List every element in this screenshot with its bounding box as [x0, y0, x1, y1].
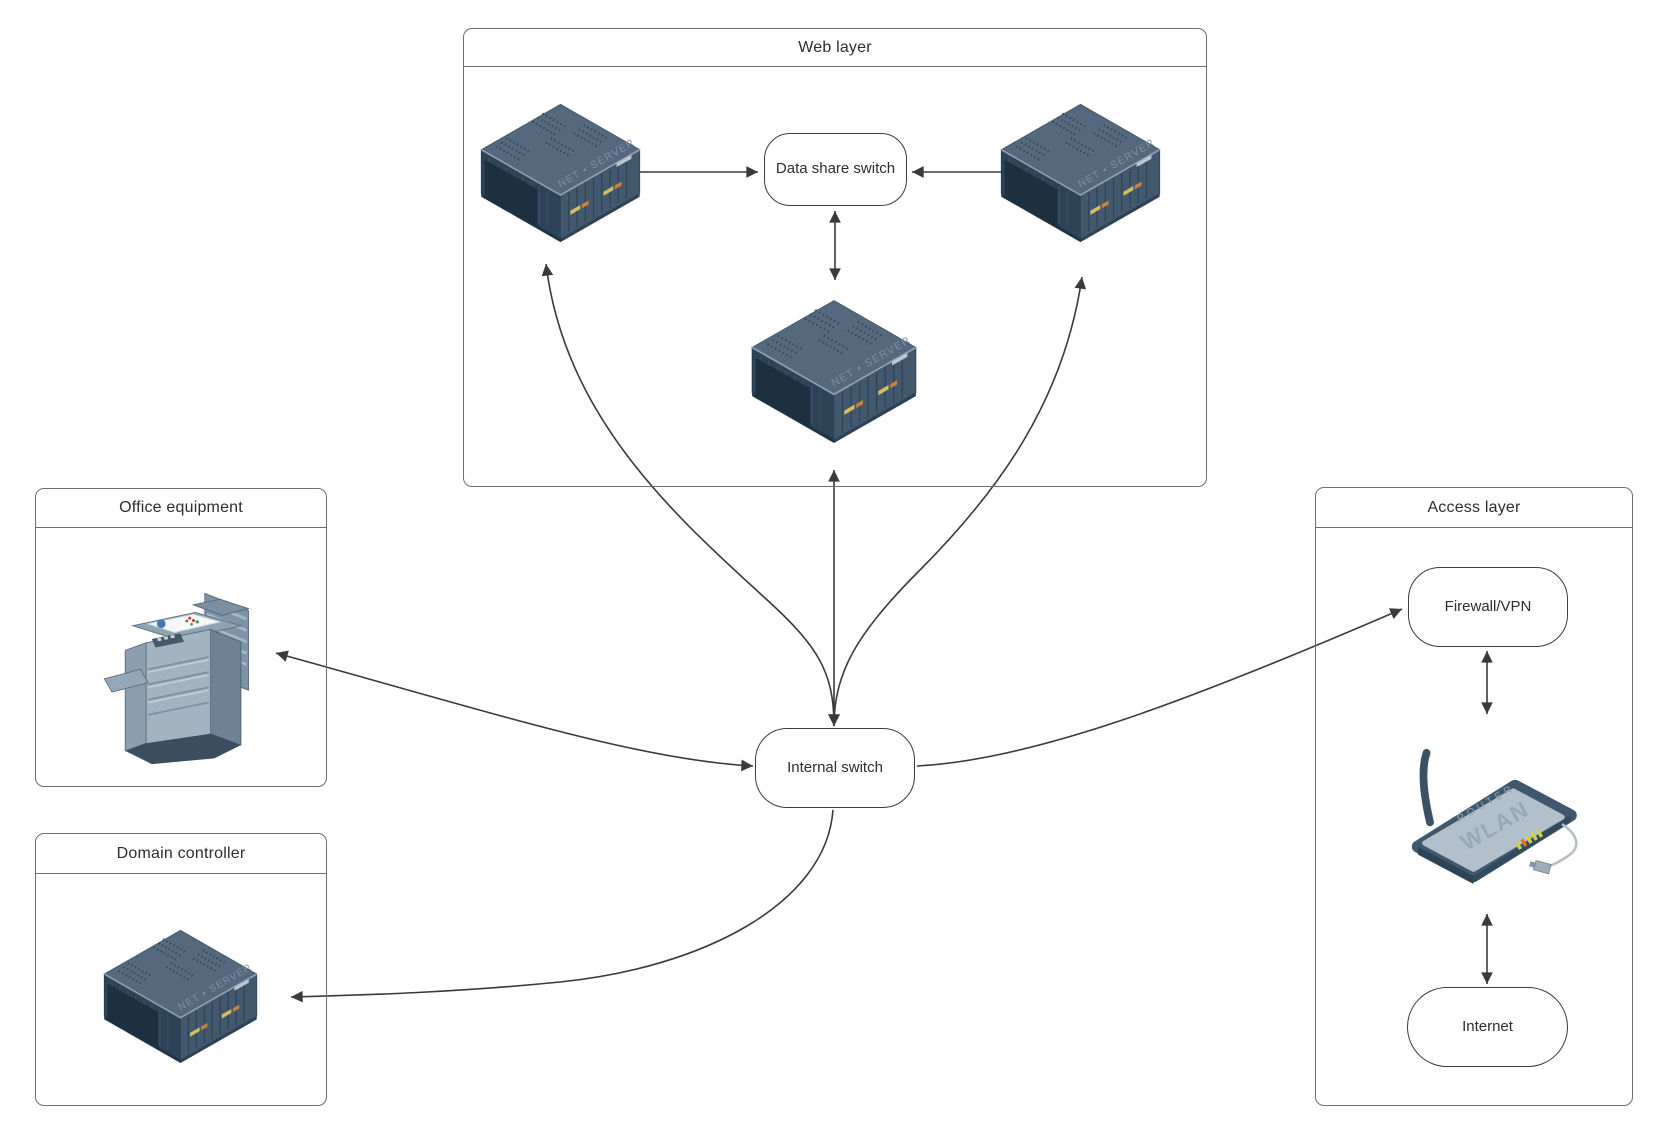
connector-internalswitch-domaincontroller — [290, 809, 834, 1003]
container-access-layer: Access layer — [1315, 487, 1633, 1106]
node-internet-label: Internet — [1462, 1017, 1513, 1035]
container-access-layer-title: Access layer — [1316, 488, 1632, 528]
node-internet: Internet — [1407, 987, 1568, 1067]
connector-internalswitch-printer — [275, 650, 754, 772]
container-domain-controller: Domain controller — [35, 833, 327, 1106]
web-server-left-icon — [478, 98, 643, 246]
node-internal-switch: Internal switch — [755, 728, 915, 808]
container-web-layer-title: Web layer — [464, 29, 1206, 67]
node-data-share-switch: Data share switch — [764, 133, 907, 206]
node-data-share-switch-label: Data share switch — [775, 160, 896, 178]
domain-controller-server-icon — [88, 928, 273, 1063]
web-server-bottom-icon — [748, 298, 920, 443]
container-office-equipment-title: Office equipment — [36, 489, 326, 528]
node-firewall-vpn-label: Firewall/VPN — [1444, 597, 1532, 615]
office-printer-icon — [98, 548, 270, 766]
wlan-router-icon — [1383, 732, 1583, 897]
node-internal-switch-label: Internal switch — [787, 758, 883, 776]
web-server-right-icon — [998, 98, 1163, 246]
container-office-equipment: Office equipment — [35, 488, 327, 787]
container-domain-controller-title: Domain controller — [36, 834, 326, 874]
container-web-layer: Web layer — [463, 28, 1207, 487]
node-firewall-vpn: Firewall/VPN — [1408, 567, 1568, 647]
